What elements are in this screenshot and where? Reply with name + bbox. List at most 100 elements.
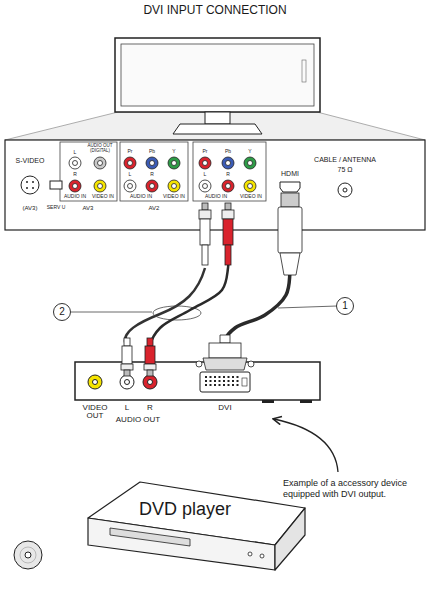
pointer-arrow: [274, 419, 338, 472]
device-name: DVD player: [139, 500, 231, 518]
dvi-pins: [228, 376, 230, 378]
hdmi-plug: [280, 253, 300, 275]
rca-plug: [222, 203, 234, 265]
jack-label: Pr: [203, 149, 208, 154]
rca-plug: [225, 245, 231, 265]
service-port: [50, 181, 62, 189]
device-body: [200, 372, 250, 392]
rca-jacks: [168, 157, 180, 169]
dvi-plug: [209, 343, 241, 358]
rca-plug: [202, 203, 208, 210]
dvi-pins: [223, 376, 225, 378]
dvd-player: [110, 528, 190, 546]
s-video-jack: [26, 187, 28, 189]
jack-label: Pb: [149, 149, 155, 154]
tv-set: [5, 112, 425, 140]
rca-jacks: [199, 180, 211, 192]
rca-plug: [202, 245, 208, 265]
port-label: 75 Ω: [338, 166, 353, 173]
callout-number: 2: [53, 303, 71, 321]
disc: [14, 541, 42, 569]
rca-jacks: [94, 180, 106, 192]
rca-jacks: [222, 157, 234, 169]
rca-plug: [121, 338, 133, 376]
tv-set: [205, 112, 230, 124]
jack-label: L: [74, 150, 77, 155]
rca-jacks: [98, 184, 103, 189]
tv-set: [121, 44, 314, 106]
disc: [25, 552, 31, 558]
signal-cable: [149, 230, 228, 362]
rca-jacks: [248, 161, 253, 166]
dvi-plug: [248, 361, 254, 367]
rca-jacks: [94, 157, 106, 169]
s-video-jack: [32, 181, 34, 183]
dvi-pins: [232, 376, 234, 378]
hdmi-plug: [278, 193, 302, 275]
jack-label: R: [147, 404, 153, 412]
jack-label: Pb: [225, 149, 231, 154]
dvi-pins: [242, 378, 247, 386]
rca-jacks: [150, 184, 155, 189]
tv-set: [115, 38, 320, 112]
rca-plug: [147, 370, 153, 376]
group-label: AV2: [149, 205, 160, 211]
device-body: [125, 380, 130, 385]
port-label: S-VIDEO: [16, 157, 45, 164]
rca-jacks: [172, 184, 177, 189]
rca-jacks: [222, 180, 234, 192]
device-body: [75, 362, 320, 403]
jack-label: Y: [172, 149, 175, 154]
disc: [20, 547, 36, 563]
device-body: [300, 400, 312, 403]
rear-panel: [5, 140, 425, 230]
s-video-jack: [21, 176, 39, 194]
rca-plug: [147, 338, 153, 346]
leader-line: [278, 306, 337, 308]
tv-set: [5, 38, 425, 140]
dvi-plug: [203, 358, 247, 370]
rear-panel: [5, 140, 425, 230]
jack-label: AUDIO IN: [205, 194, 227, 199]
rca-plug: [144, 338, 156, 376]
dvd-player: [248, 552, 252, 556]
s-video-jack: [21, 176, 39, 194]
rca-jacks: [124, 157, 136, 169]
rca-plug: [145, 346, 155, 364]
dvi-pins: [223, 384, 225, 386]
hdmi-port: [280, 182, 300, 192]
jack-label: L: [204, 172, 207, 177]
device-body: [93, 380, 98, 385]
dvi-pins: [237, 384, 239, 386]
antenna-jack: [338, 183, 352, 197]
rca-jacks: [203, 161, 208, 166]
jack-label: VIDEO IN: [240, 194, 262, 199]
dvi-pins: [232, 380, 234, 382]
rear-panel: S-VIDEO(AV3)SERV ULAUDIO OUT (DIGITAL)RA…: [5, 140, 425, 230]
rca-jacks: [128, 161, 133, 166]
rca-plug: [121, 364, 133, 370]
rca-jacks: [69, 157, 256, 192]
rca-plug: [223, 219, 233, 245]
rca-jacks: [124, 180, 136, 192]
dvi-pins: [205, 376, 247, 386]
jack-label: Pr: [128, 149, 133, 154]
hdmi-plug: [281, 193, 299, 207]
rca-jacks: [69, 157, 81, 169]
dvi-pins: [210, 384, 212, 386]
jack-label: R: [226, 172, 230, 177]
rca-jacks: [203, 184, 208, 189]
dvi-pins: [228, 380, 230, 382]
rca-plug: [225, 203, 231, 210]
rca-jacks: [150, 161, 155, 166]
device-body: [120, 375, 134, 389]
disc: [14, 541, 42, 569]
rca-plug: [200, 219, 210, 245]
audio-wire: [125, 268, 205, 345]
tv-set: [302, 60, 306, 82]
device-body: [88, 375, 102, 389]
rca-jacks: [226, 161, 231, 166]
jack-label: L: [129, 172, 132, 177]
